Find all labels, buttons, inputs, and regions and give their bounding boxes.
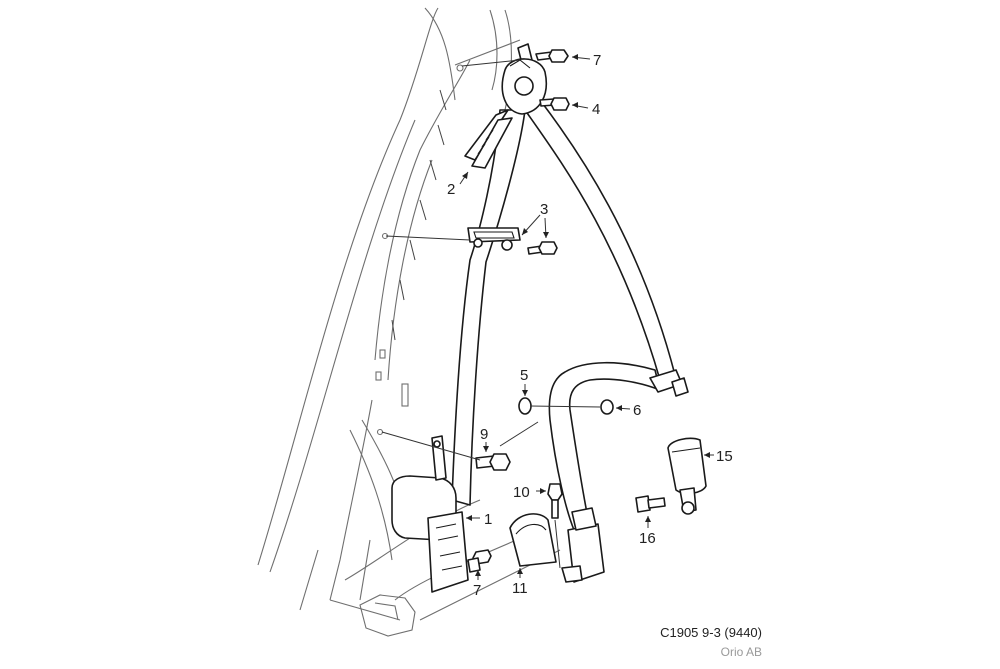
trim-cover-part-11 [509, 513, 557, 567]
buckle-part-15 [667, 437, 707, 515]
callout-4: 4 [592, 101, 600, 118]
callout-5: 5 [520, 367, 528, 384]
callout-7-top: 7 [593, 52, 601, 69]
upper-guide-d-ring [501, 43, 547, 115]
copyright-text: Orio AB [720, 645, 762, 659]
callout-3: 3 [540, 201, 548, 218]
callout-10: 10 [513, 484, 530, 501]
figure-caption: C1905 9-3 (9440) [660, 625, 762, 640]
height-adjuster-part-2 [464, 109, 513, 169]
callout-1: 1 [484, 511, 492, 528]
lap-anchor-plate [561, 507, 605, 583]
callout-9: 9 [480, 426, 488, 443]
belt-guide-bracket-part-3 [467, 227, 521, 251]
retractor-part-1 [391, 435, 469, 593]
callout-labels: 7 4 2 3 5 6 9 15 10 1 16 11 7 [447, 52, 733, 599]
callout-15: 15 [716, 448, 733, 465]
alignment-lines [381, 59, 601, 569]
callout-7-bottom: 7 [473, 582, 481, 599]
callout-11: 11 [512, 580, 528, 597]
callout-16: 16 [639, 530, 656, 547]
tongue-plate [649, 369, 689, 397]
callout-6: 6 [633, 402, 641, 419]
callout-leaders [459, 54, 714, 580]
fasteners [467, 49, 666, 573]
callout-2: 2 [447, 181, 455, 198]
